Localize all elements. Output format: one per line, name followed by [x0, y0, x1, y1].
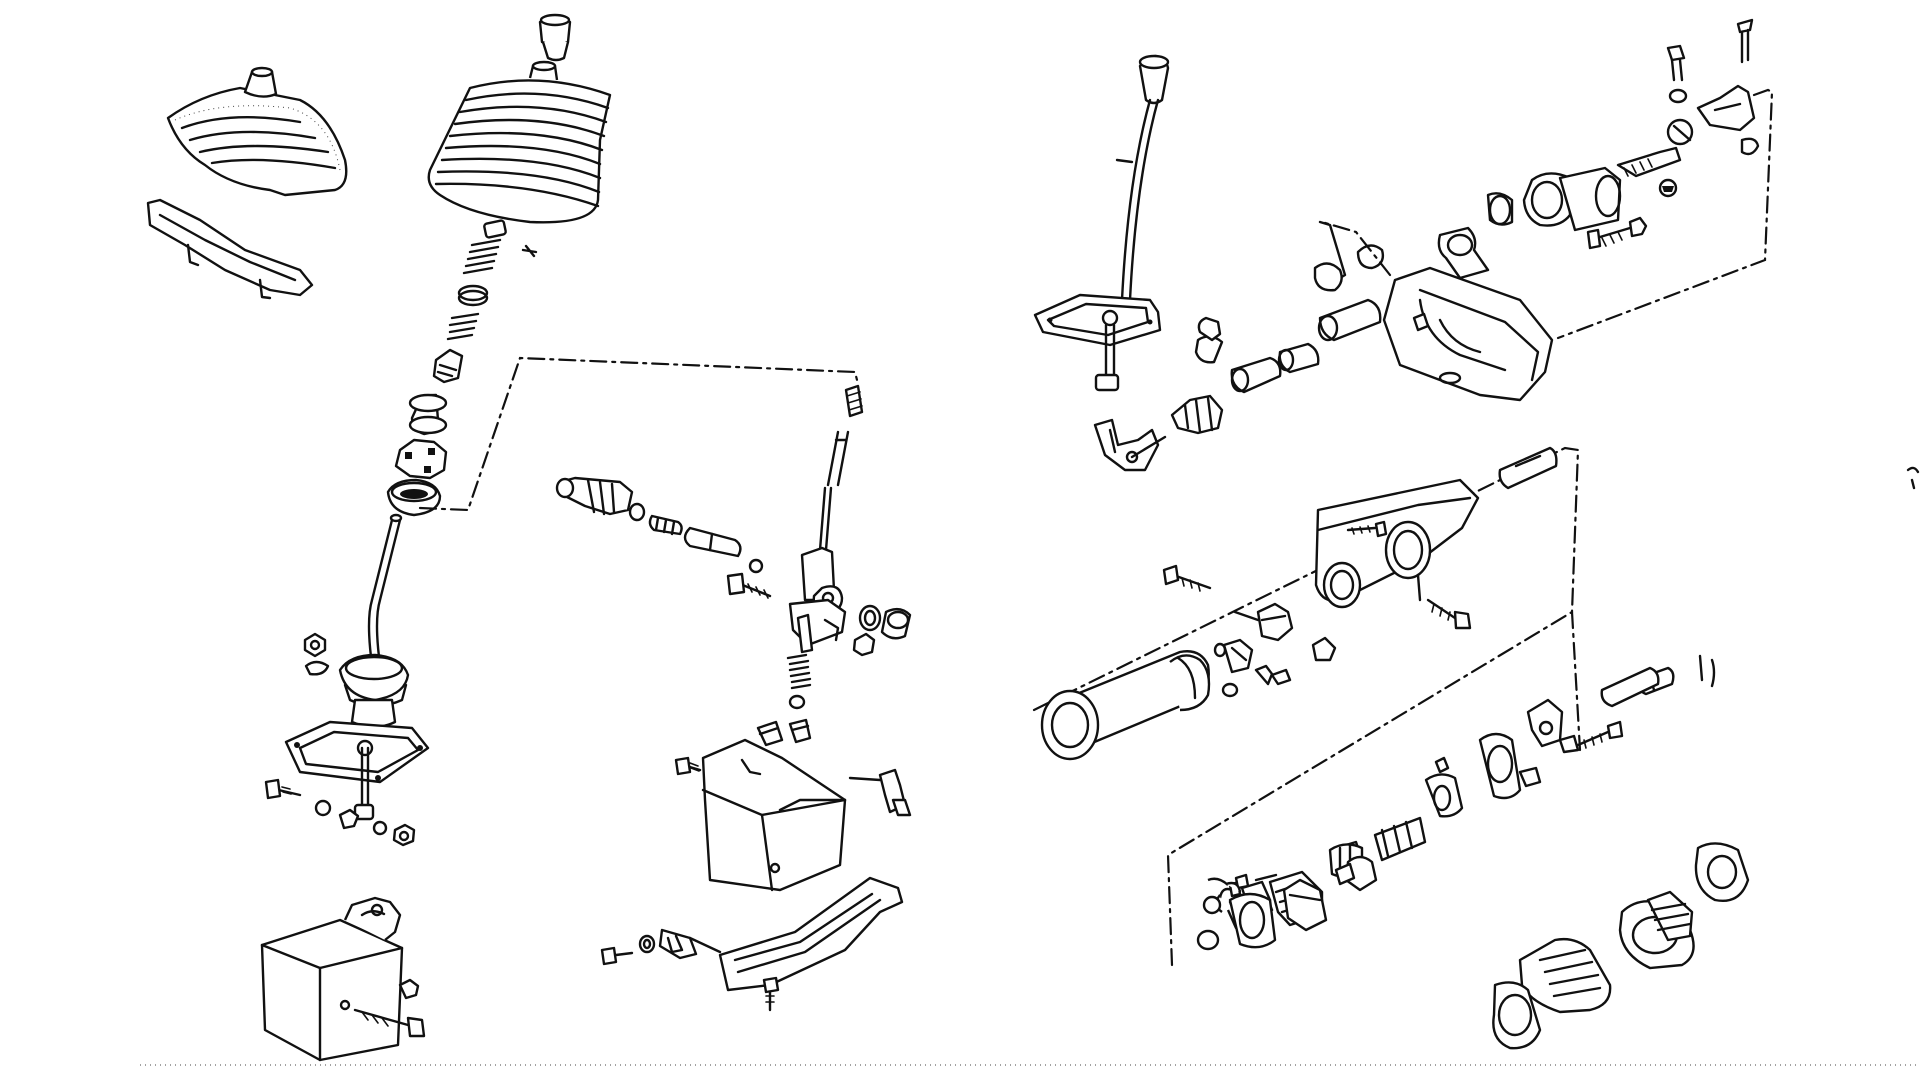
lever-base-plate: [284, 653, 430, 821]
boot-gaskets: [1492, 842, 1750, 1050]
linkage-box-housing: [674, 738, 847, 892]
shift-lever-rod: [367, 513, 403, 667]
lower-housing-bracket: [260, 896, 426, 1062]
linkage-spring: [756, 653, 812, 747]
right-lever-base: [1033, 293, 1162, 392]
rod-hardware: [1162, 520, 1472, 698]
left-linkage-assembly: [555, 384, 912, 1012]
rod-bellows: [1334, 654, 1716, 870]
lever-hardware: [264, 632, 416, 847]
rubber-sleeve: [1040, 650, 1211, 761]
mounting-bracket: [146, 198, 314, 300]
left-shift-lever-assembly: [146, 13, 860, 1062]
gaiter-boot: [166, 66, 348, 197]
right-shift-rod-housing: [1032, 446, 1716, 967]
right-sleeve-row: [1170, 298, 1382, 435]
right-boot-assembly: [1196, 842, 1750, 1050]
lever-spring-stack: [432, 219, 538, 384]
shift-rod-tube: [1314, 446, 1558, 609]
right-shift-lever-assembly: [1033, 18, 1774, 472]
shift-tower: [386, 393, 448, 517]
boot-left-gasket: [1196, 855, 1378, 951]
linkage-boot-row: [555, 476, 764, 574]
linkage-clip: [848, 768, 912, 817]
right-top-clamp: [1320, 18, 1774, 340]
right-upper-hardware: [1197, 220, 1385, 342]
shift-knob: [538, 13, 572, 62]
right-bellcrank: [1093, 418, 1167, 472]
vertical-link-rod: [818, 384, 864, 552]
paper-edge: [140, 466, 1920, 1066]
gear-shift-boot: [427, 60, 612, 224]
right-shift-housing: [1382, 166, 1648, 402]
selector-arm: [726, 546, 912, 657]
right-shift-knob: [1115, 54, 1170, 302]
leader-line-left: [418, 356, 860, 512]
floor-bracket: [600, 876, 904, 1012]
